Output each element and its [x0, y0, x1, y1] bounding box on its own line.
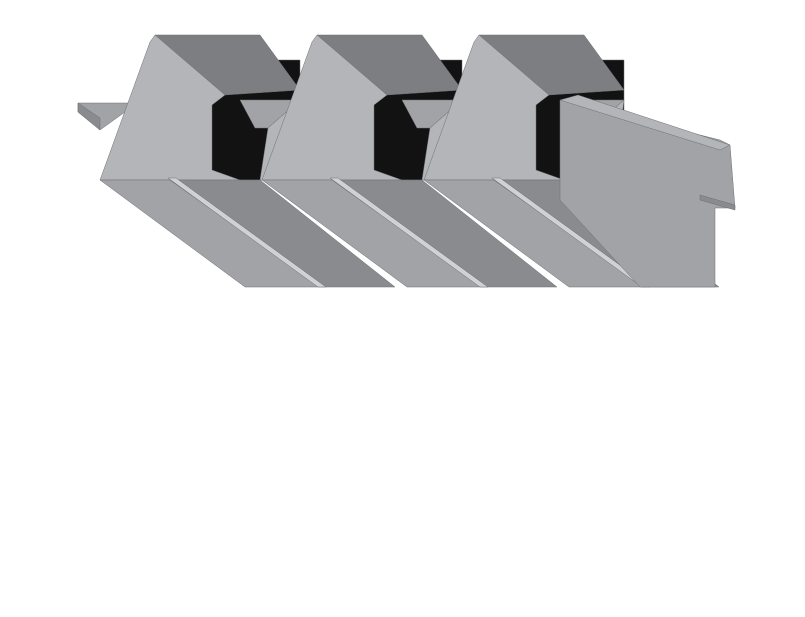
left-flange-edge: [77, 102, 101, 131]
right-end-panel: [559, 99, 736, 288]
upright-face: [99, 34, 241, 181]
right-end-flange: [699, 194, 736, 211]
upright-face: [261, 34, 403, 181]
slab-edge: [329, 177, 489, 288]
slab-edge: [167, 177, 327, 288]
right-end-top-edge: [559, 94, 731, 151]
upright-face: [423, 34, 565, 181]
